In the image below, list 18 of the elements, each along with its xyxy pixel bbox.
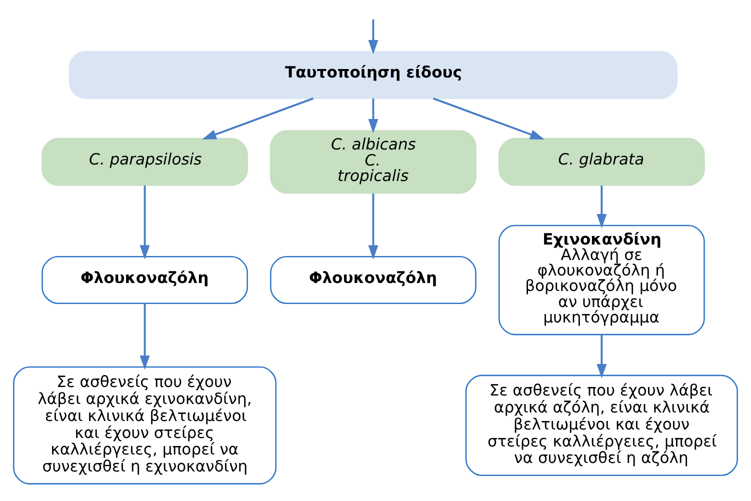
arrow bbox=[432, 97, 544, 139]
arrow bbox=[202, 97, 314, 139]
arrow bbox=[368, 193, 378, 260]
arrow bbox=[368, 98, 378, 133]
arrow bbox=[368, 18, 378, 54]
node-box: Φλουκοναζόλη bbox=[270, 256, 476, 304]
node-box: C. albicans C. tropicalis bbox=[270, 130, 476, 194]
node-box: Σε ασθενείς που έχουν λάβει αρχικά εχινοκανδίνη, είναι κλινικά βελτιωμένοι και έχουν στείρες καλλιέργειες, μπορεί να συνεχισθεί η εχινοκανδίνη bbox=[13, 366, 277, 484]
arrow bbox=[140, 184, 150, 259]
node-box: Εχινοκανδίνη Αλλαγή σε φλουκοναζόλη ή βορικοναζόλη μόνο αν υπάρχει μυκητόγραμμα bbox=[498, 224, 705, 335]
arrow bbox=[596, 334, 607, 378]
node-box: Φλουκοναζόλη bbox=[42, 256, 248, 304]
arrow bbox=[140, 303, 150, 370]
node-box: C. parapsilosis bbox=[42, 137, 248, 186]
node-box: Σε ασθενείς που έχουν λάβει αρχικά αζόλη, είναι κλινικά βελτιωμένοι και έχουν στείρες καλλιέργειες, μπορεί να συνεχισθεί η αζόλη bbox=[465, 374, 738, 476]
arrow bbox=[596, 184, 607, 228]
node-box: C. glabrata bbox=[498, 137, 705, 186]
node-box: Ταυτοποίηση είδους bbox=[68, 50, 678, 98]
